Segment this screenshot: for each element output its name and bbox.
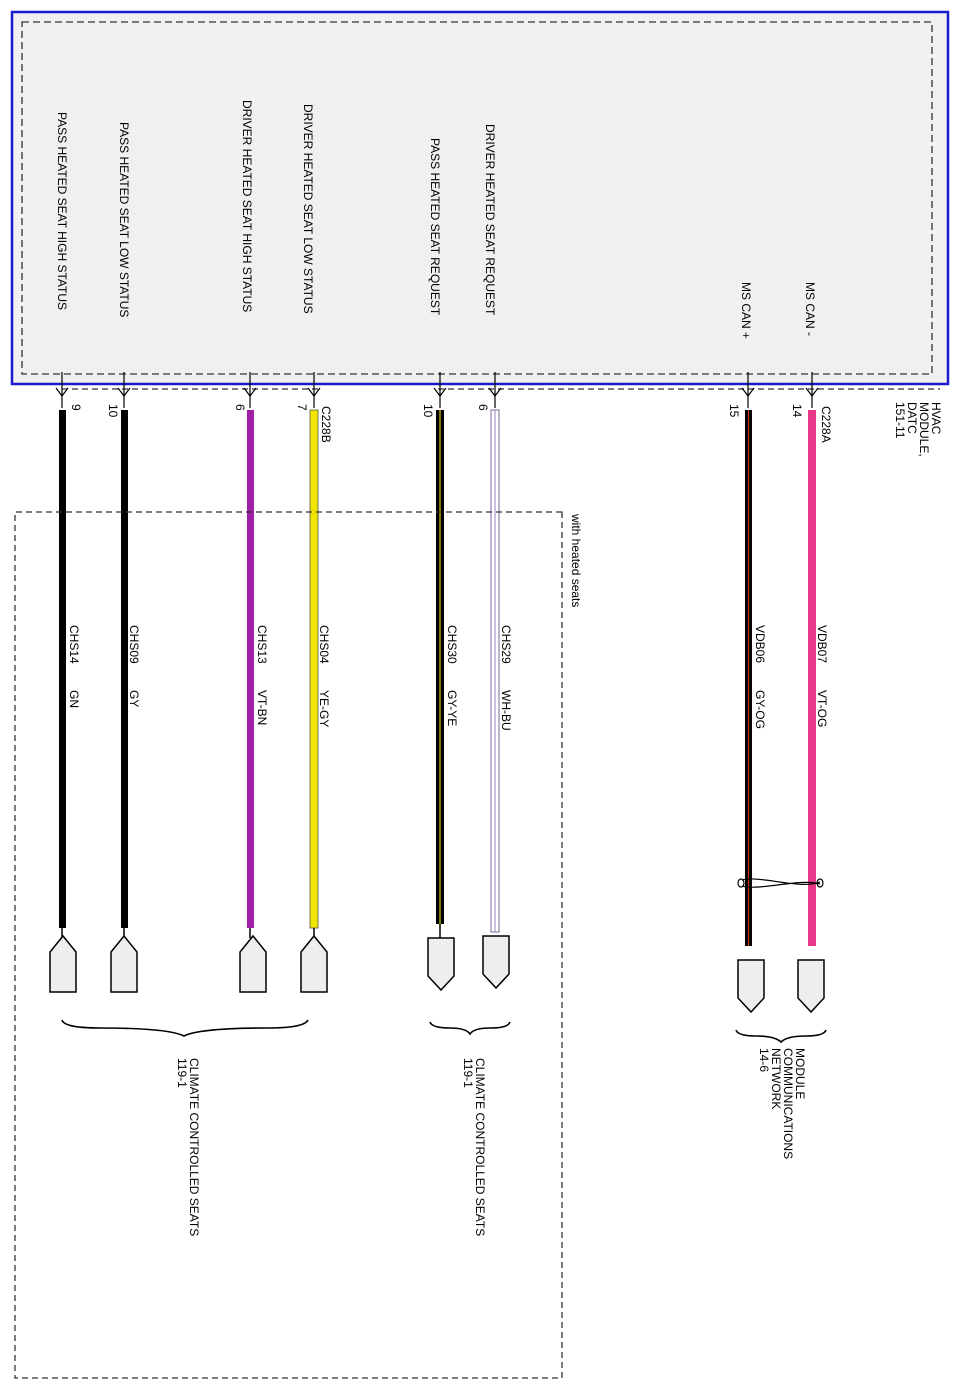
wire-chs14: 9 CHS14 GN — [55, 372, 83, 928]
terminals — [49, 924, 825, 1014]
dest-network-line3: NETWORK — [769, 1048, 783, 1109]
destinations: CLIMATE CONTROLLED SEATS 119-1 CLIMATE C… — [175, 1048, 807, 1240]
wire-chs30: 10 CHS30 GY-YE — [421, 372, 459, 924]
dest-seats-1-line1: CLIMATE CONTROLLED SEATS — [187, 1058, 201, 1236]
brace-seats-1 — [61, 1019, 309, 1037]
wire-chs14-circuit: CHS14 — [67, 625, 81, 664]
wire-chs09-circuit: CHS09 — [127, 625, 141, 664]
wire-chs14-arrow — [55, 372, 69, 408]
dest-seats-2-line2: 119-1 — [461, 1058, 475, 1088]
dest-seats-1-line2: 119-1 — [175, 1058, 189, 1088]
wire-chs09-pin: 10 — [106, 404, 120, 418]
hvac-module: HVAC MODULE, DATC 151-11 — [10, 10, 950, 460]
connector-c228b: C228B — [319, 406, 333, 443]
wire-chs29: 6 CHS29 WH-BU — [476, 372, 513, 933]
terminal-chs09 — [110, 928, 138, 993]
terminal-chs14 — [49, 928, 77, 993]
wire-chs29-pin: 6 — [476, 404, 490, 411]
wire-chs09: 10 CHS09 GY — [106, 372, 141, 928]
module-name-line3: DATC — [905, 402, 919, 434]
wire-chs04-circuit: CHS04 — [317, 625, 331, 664]
module-name: HVAC MODULE, DATC 151-11 — [893, 402, 943, 460]
brace-seats-2 — [429, 1021, 511, 1036]
terminal-chs30 — [427, 924, 455, 992]
dest-network: MODULE COMMUNICATIONS NETWORK 14-6 — [757, 1048, 807, 1162]
wire-vdb07-color: VT-OG — [815, 690, 829, 727]
wire-chs29-arrow — [488, 372, 502, 408]
dest-seats-2: CLIMATE CONTROLLED SEATS 119-1 — [461, 1058, 487, 1240]
twisted-pair-icon — [737, 878, 824, 888]
wire-chs13-pin: 6 — [233, 404, 247, 411]
wire-chs13-body — [247, 410, 254, 928]
wire-vdb06-pin: 15 — [727, 404, 741, 418]
wire-chs09-arrow — [117, 372, 131, 408]
module-inner-dash — [21, 21, 933, 375]
signal-pass-low: PASS HEATED SEAT LOW STATUS — [117, 122, 131, 317]
terminal-chs04 — [300, 928, 328, 993]
module-name-line2: MODULE, — [917, 402, 931, 457]
heated-seats-option: with heated seats — [14, 511, 583, 1379]
wire-chs14-pin: 9 — [69, 404, 83, 411]
signal-pass-request: PASS HEATED SEAT REQUEST — [428, 138, 442, 316]
wire-chs30-arrow — [433, 372, 447, 408]
terminal-vdb07 — [797, 959, 825, 1014]
wire-vdb07-pin: 14 — [790, 404, 804, 418]
dest-seats-2-line1: CLIMATE CONTROLLED SEATS — [473, 1058, 487, 1236]
wire-chs13-circuit: CHS13 — [255, 625, 269, 664]
terminal-chs29 — [482, 935, 510, 990]
wire-chs30-pin: 10 — [421, 404, 435, 418]
wire-vdb06-arrow — [741, 372, 755, 408]
brace-network — [735, 1029, 827, 1044]
signal-driver-low: DRIVER HEATED SEAT LOW STATUS — [301, 104, 315, 314]
dest-network-line2: COMMUNICATIONS — [781, 1048, 795, 1159]
wire-vdb06-circuit: VDB06 — [753, 625, 767, 663]
wire-chs13-color: VT-BN — [255, 690, 269, 725]
option-label: with heated seats — [569, 513, 583, 607]
wire-chs04-color: YE-GY — [317, 690, 331, 727]
option-boundary — [14, 511, 563, 1379]
dest-network-line4: 14-6 — [757, 1048, 771, 1072]
wire-chs14-color: GN — [67, 690, 81, 708]
signal-ms-can-plus: MS CAN + — [739, 282, 753, 339]
wire-vdb06-color: GY-OG — [753, 690, 767, 729]
wire-vdb07: 14 VDB07 VT-OG — [790, 372, 829, 946]
braces — [61, 1019, 827, 1044]
wire-vdb06: 15 VDB06 GY-OG — [727, 372, 767, 946]
module-name-line1: HVAC — [929, 402, 943, 435]
wire-chs04-body — [309, 409, 319, 929]
dest-network-line1: MODULE — [793, 1048, 807, 1099]
terminal-chs13 — [239, 928, 267, 993]
wire-chs09-color: GY — [127, 690, 141, 707]
signal-driver-request: DRIVER HEATED SEAT REQUEST — [483, 124, 497, 316]
wire-chs13: 6 CHS13 VT-BN — [233, 372, 269, 928]
wire-vdb07-circuit: VDB07 — [815, 625, 829, 663]
wire-chs09-body — [121, 410, 128, 928]
signal-driver-high: DRIVER HEATED SEAT HIGH STATUS — [240, 100, 254, 312]
wire-chs30-color: GY-YE — [445, 690, 459, 726]
wire-chs30-circuit: CHS30 — [445, 625, 459, 664]
dest-seats-1: CLIMATE CONTROLLED SEATS 119-1 — [175, 1058, 201, 1240]
wire-chs13-arrow — [243, 372, 257, 408]
signal-labels: PASS HEATED SEAT HIGH STATUS PASS HEATED… — [55, 100, 817, 339]
wires: 9 CHS14 GN 10 CHS09 GY 6 CHS13 VT-BN 7 C… — [55, 372, 829, 946]
signal-ms-can-minus: MS CAN - — [803, 282, 817, 336]
wire-chs04-pin: 7 — [295, 404, 309, 411]
module-name-line4: 151-11 — [893, 402, 907, 439]
wire-chs29-color: WH-BU — [499, 690, 513, 731]
wire-chs04: 7 CHS04 YE-GY — [295, 372, 331, 929]
wire-chs04-arrow — [307, 372, 321, 408]
connector-c228a: C228A — [819, 406, 833, 443]
terminal-vdb06 — [737, 959, 765, 1014]
wire-vdb07-arrow — [805, 372, 819, 408]
wire-chs14-body — [59, 410, 66, 928]
signal-pass-high: PASS HEATED SEAT HIGH STATUS — [55, 112, 69, 310]
wire-vdb07-body — [808, 410, 816, 946]
wire-chs29-circuit: CHS29 — [499, 625, 513, 664]
module-border — [10, 10, 950, 386]
